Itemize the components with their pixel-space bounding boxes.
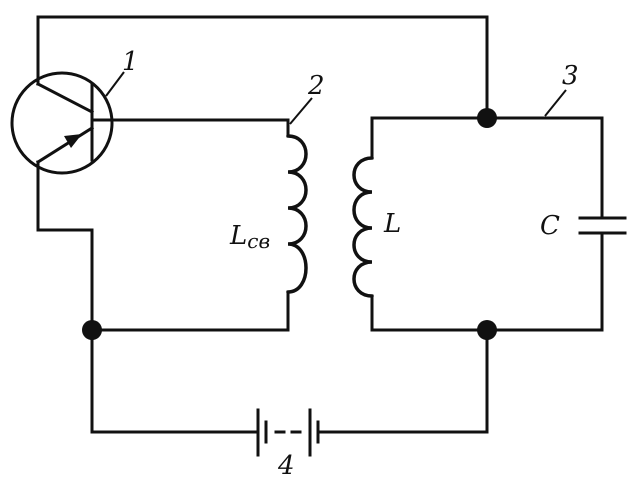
battery-symbol [256,408,320,457]
label-4: 4 [277,451,295,478]
label-1: 1 [122,47,139,77]
wire-base-to-coil [90,118,290,138]
wire-tank-bottom [370,231,604,332]
label-lsv-sub: св [247,229,270,253]
wire-emitter-down [36,160,94,332]
label-lsv: Lсв [229,221,270,253]
label-c: C [540,211,560,241]
label-l: L [383,209,401,239]
transistor-leader-line [105,71,125,97]
junction-node-bottom-right [477,320,497,340]
wire-left-bottom [90,290,290,332]
label-3: 3 [562,61,579,91]
wire-top [36,15,489,120]
junction-node-top-right [477,108,497,128]
tank-leader-line [544,89,567,117]
wire-battery-left [90,328,260,434]
coupling-coil-leader-line [289,97,313,125]
wire-battery-right [316,328,489,434]
transistor-symbol [10,71,125,175]
capacitor-symbol [578,216,627,235]
tank-coil [352,156,374,298]
coupling-coil [286,134,308,294]
label-lsv-main: L [229,221,247,251]
label-2: 2 [307,71,325,101]
junction-node-bottom-left [82,320,102,340]
wire-tank-top [370,116,604,220]
